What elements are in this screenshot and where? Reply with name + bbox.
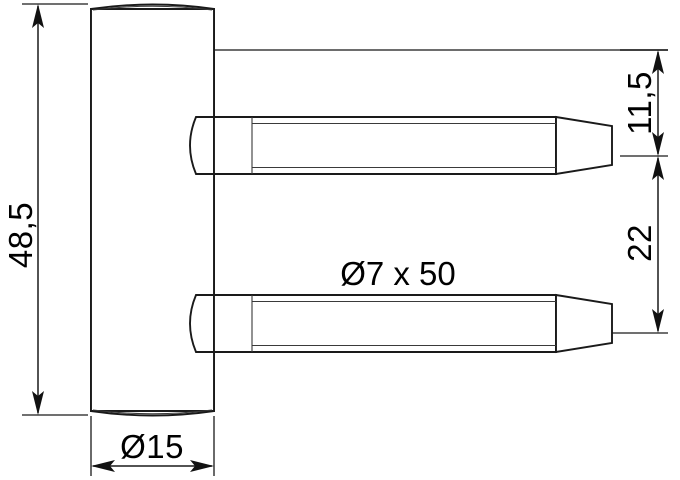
dimension-pin-spacing: 22 (612, 156, 668, 334)
dimension-top-offset: 11,5 (620, 49, 668, 157)
label-pin-spec: Ø7 x 50 (340, 255, 456, 292)
dimension-label-plate-width: Ø15 (120, 428, 184, 465)
dimension-overall-height: 48,5 (2, 3, 88, 416)
lower-pin (189, 293, 613, 354)
dimension-label-height: 48,5 (2, 202, 39, 268)
dimension-label-top-offset: 11,5 (621, 71, 658, 135)
hinge-plate-body (90, 3, 215, 417)
upper-pin (189, 115, 613, 176)
dimension-label-pin-spacing: 22 (621, 224, 658, 262)
dimension-plate-width: Ø15 (90, 416, 215, 476)
